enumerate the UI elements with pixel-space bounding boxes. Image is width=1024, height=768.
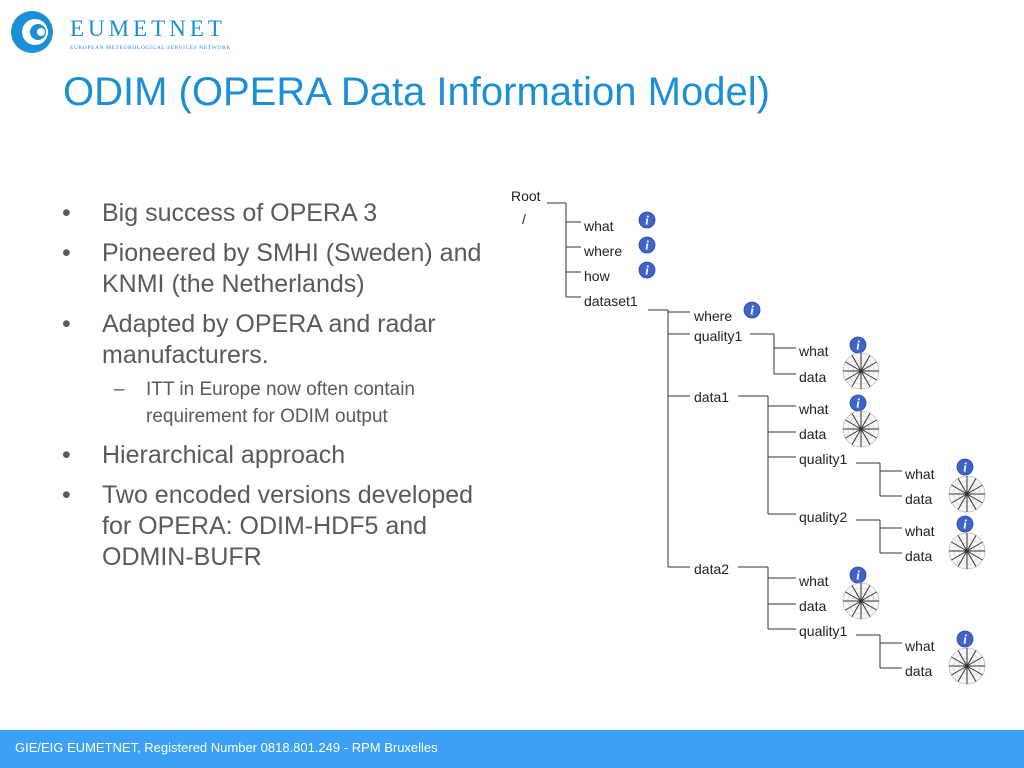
radar-plot-icon bbox=[948, 647, 986, 685]
logo-subtitle: EUROPEAN METEOROLOGICAL SERVICES NETWORK bbox=[70, 45, 232, 51]
svg-text:i: i bbox=[645, 238, 649, 253]
bullet-text: Big success of OPERA 3 bbox=[102, 199, 378, 227]
eumetnet-logo-icon bbox=[11, 11, 53, 53]
tree-node-data2: data2 bbox=[694, 561, 729, 577]
tree-node-what: what bbox=[798, 401, 829, 417]
tree-node-quality1: quality1 bbox=[799, 451, 847, 467]
tree-node-data: data bbox=[905, 548, 932, 564]
bullet-marker: • bbox=[62, 239, 71, 267]
svg-text:i: i bbox=[856, 396, 860, 411]
info-icon: i bbox=[956, 630, 974, 648]
info-icon: i bbox=[849, 336, 867, 354]
footer-text: GIE/EIG EUMETNET, Registered Number 0818… bbox=[15, 740, 438, 755]
bullet-marker: • bbox=[62, 199, 71, 227]
bullet-item: • Hierarchical approach bbox=[62, 440, 482, 471]
footer-bar: GIE/EIG EUMETNET, Registered Number 0818… bbox=[0, 730, 1024, 768]
tree-node-root: Root bbox=[511, 188, 541, 204]
bullet-item: • Pioneered by SMHI (Sweden) and KNMI (t… bbox=[62, 238, 482, 300]
info-icon: i bbox=[638, 261, 656, 279]
sub-bullet-marker: – bbox=[114, 379, 125, 400]
info-icon: i bbox=[743, 301, 761, 319]
bullet-item: • Big success of OPERA 3 bbox=[62, 198, 482, 229]
bullet-text: Adapted by OPERA and radar manufacturers… bbox=[102, 310, 436, 369]
tree-node-what: what bbox=[904, 638, 935, 654]
svg-text:i: i bbox=[750, 303, 754, 318]
info-icon: i bbox=[956, 515, 974, 533]
radar-plot-icon bbox=[842, 410, 880, 448]
svg-text:i: i bbox=[645, 263, 649, 278]
tree-node-where: where bbox=[583, 243, 622, 259]
radar-plot-icon bbox=[948, 475, 986, 513]
slide-title: ODIM (OPERA Data Information Model) bbox=[63, 70, 770, 114]
info-icon: i bbox=[849, 566, 867, 584]
sub-bullet-text: ITT in Europe now often contain requirem… bbox=[146, 379, 415, 427]
tree-node-data: data bbox=[905, 663, 932, 679]
bullet-text: Two encoded versions developed for OPERA… bbox=[102, 481, 474, 571]
tree-node-quality1: quality1 bbox=[799, 623, 847, 639]
bullet-marker: • bbox=[62, 310, 71, 338]
tree-node-what: what bbox=[583, 218, 614, 234]
svg-text:i: i bbox=[963, 460, 967, 475]
tree-connector-lines bbox=[547, 202, 902, 669]
tree-node-how: how bbox=[584, 268, 611, 284]
radar-plot-icon bbox=[842, 582, 880, 620]
eumetnet-logo: EUMETNET EUROPEAN METEOROLOGICAL SERVICE… bbox=[10, 10, 230, 56]
tree-node-root-path: / bbox=[522, 211, 526, 227]
svg-text:i: i bbox=[856, 568, 860, 583]
tree-node-what: what bbox=[904, 466, 935, 482]
tree-node-what: what bbox=[904, 523, 935, 539]
bullet-marker: • bbox=[62, 481, 71, 509]
tree-node-where: where bbox=[693, 308, 732, 324]
tree-node-quality1: quality1 bbox=[694, 328, 742, 344]
svg-text:i: i bbox=[645, 213, 649, 228]
bullet-item: • Two encoded versions developed for OPE… bbox=[62, 480, 482, 573]
radar-plot-icon bbox=[948, 532, 986, 570]
info-icon: i bbox=[849, 394, 867, 412]
bullet-text: Pioneered by SMHI (Sweden) and KNMI (the… bbox=[102, 239, 482, 298]
svg-text:i: i bbox=[963, 632, 967, 647]
tree-node-what: what bbox=[798, 573, 829, 589]
radar-plot-icon bbox=[842, 352, 880, 390]
tree-node-data: data bbox=[799, 369, 826, 385]
bullet-item: • Adapted by OPERA and radar manufacture… bbox=[62, 309, 482, 371]
tree-node-what: what bbox=[798, 343, 829, 359]
odim-hierarchy-diagram: Root / what where how dataset1 where qua… bbox=[511, 188, 986, 685]
info-icon: i bbox=[638, 211, 656, 229]
logo-wordmark: EUMETNET bbox=[70, 16, 226, 41]
bullet-text: Hierarchical approach bbox=[102, 441, 346, 469]
info-icon: i bbox=[956, 458, 974, 476]
tree-node-data: data bbox=[905, 491, 932, 507]
sub-bullet-item: – ITT in Europe now often contain requir… bbox=[62, 376, 482, 430]
tree-node-quality2: quality2 bbox=[799, 509, 847, 525]
tree-node-dataset1: dataset1 bbox=[584, 293, 638, 309]
tree-node-data: data bbox=[799, 598, 826, 614]
bullet-list: • Big success of OPERA 3 • Pioneered by … bbox=[62, 198, 482, 582]
svg-text:i: i bbox=[963, 517, 967, 532]
tree-node-data: data bbox=[799, 426, 826, 442]
info-icon: i bbox=[638, 236, 656, 254]
tree-node-data1: data1 bbox=[694, 389, 729, 405]
svg-text:i: i bbox=[856, 338, 860, 353]
bullet-marker: • bbox=[62, 441, 71, 469]
